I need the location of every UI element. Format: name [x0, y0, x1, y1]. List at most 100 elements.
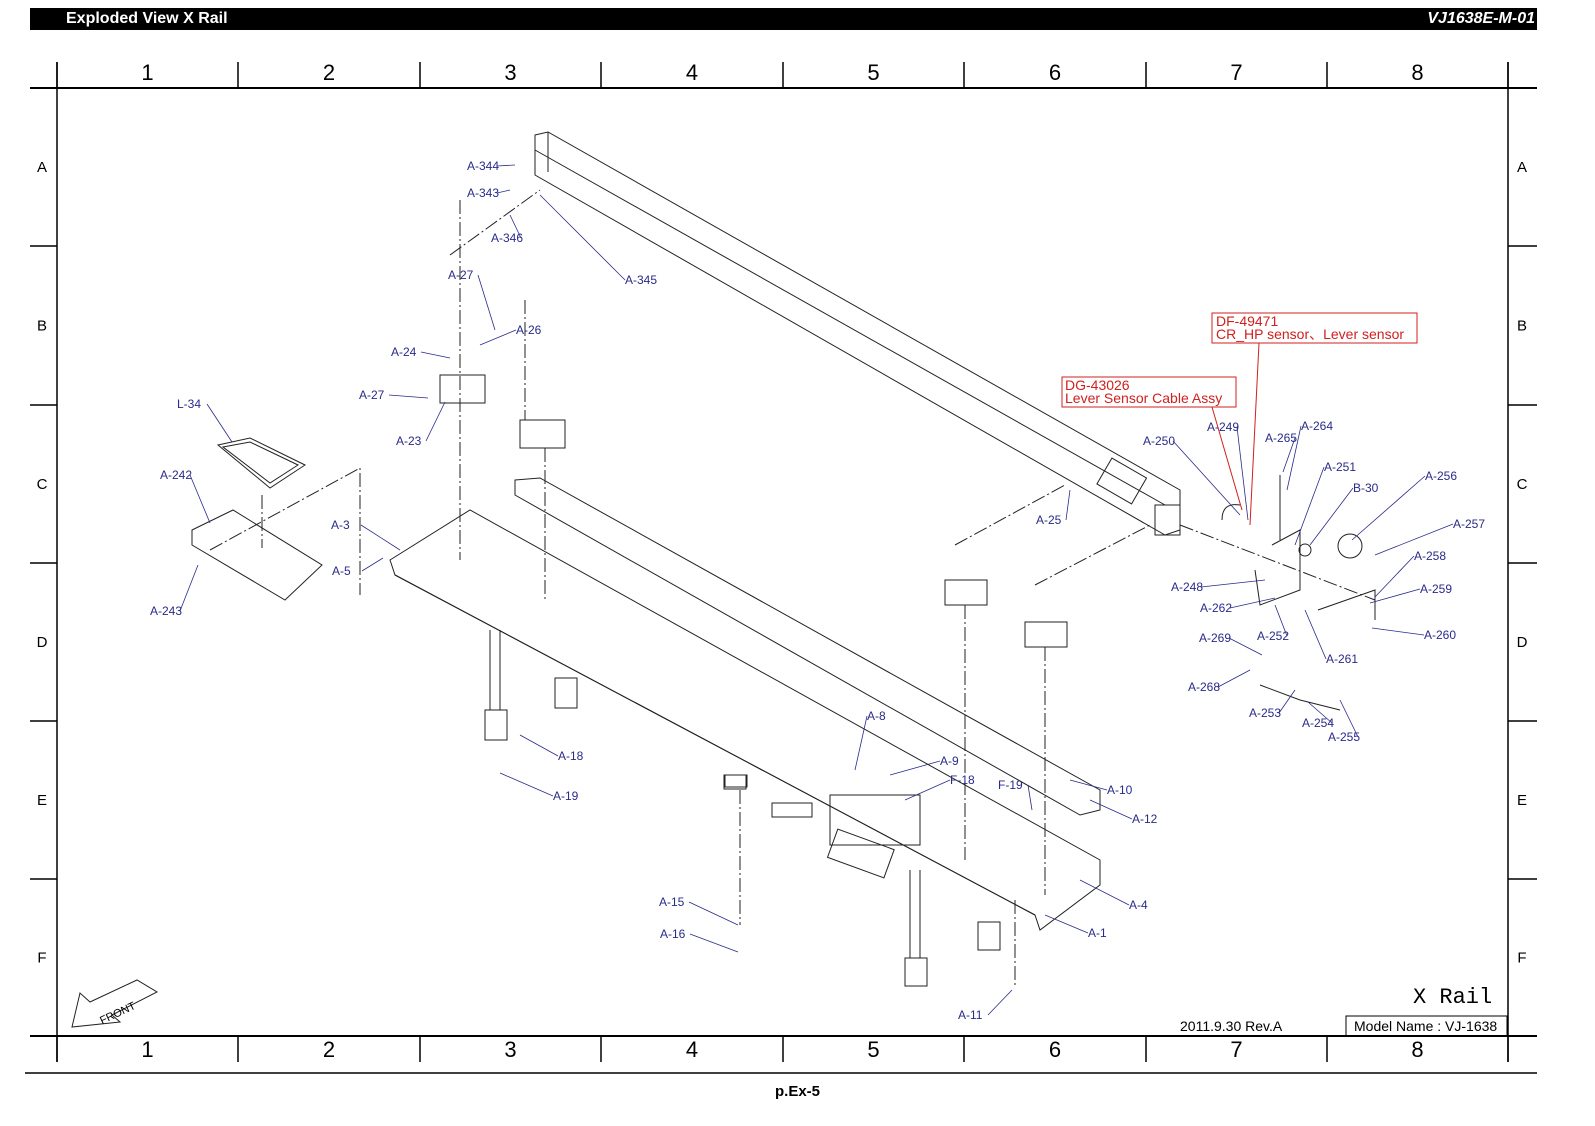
leader-line — [539, 194, 626, 281]
document-code: VJ1638E-M-01 — [1427, 10, 1535, 27]
leader-line — [1044, 914, 1089, 934]
column-number: 3 — [504, 60, 516, 85]
part-label: A-10 — [1107, 783, 1133, 797]
part-label: A-26 — [516, 323, 542, 337]
part-label: A-260 — [1424, 628, 1456, 642]
part-label: A-16 — [660, 927, 686, 941]
callout-df-49471: DF-49471 CR_HP sensor、Lever sensor — [1211, 312, 1418, 526]
leader-line — [1304, 609, 1327, 660]
column-number: 4 — [686, 60, 698, 85]
leader-line — [1374, 523, 1454, 556]
brackets — [439, 189, 1151, 987]
leader-line — [854, 715, 868, 771]
leader-line — [1278, 689, 1296, 714]
leader-line — [425, 401, 446, 442]
part-label: A-249 — [1207, 420, 1239, 434]
tray-parts — [191, 437, 361, 601]
column-number: 3 — [504, 1037, 516, 1062]
x-rail-beam — [534, 131, 1181, 536]
part-label: A-259 — [1420, 582, 1452, 596]
leader-line — [1236, 426, 1249, 521]
svg-text:DF-49471: DF-49471 — [1216, 313, 1278, 329]
leader-line — [1286, 425, 1302, 491]
part-label: A-343 — [467, 186, 499, 200]
column-number: 8 — [1411, 60, 1423, 85]
part-label: A-253 — [1249, 706, 1281, 720]
row-letter: D — [1517, 634, 1528, 651]
leader-line — [361, 557, 384, 572]
leader-line — [689, 933, 739, 953]
drawing-frame — [25, 62, 1537, 1074]
leader-line — [1274, 604, 1288, 637]
row-letter: E — [1517, 792, 1527, 809]
svg-text:Model Name : VJ-1638: Model Name : VJ-1638 — [1354, 1018, 1497, 1034]
leader-line — [519, 734, 559, 757]
part-label: A-25 — [1036, 513, 1062, 527]
row-letter: D — [37, 634, 48, 651]
part-label: A-12 — [1132, 812, 1158, 826]
part-label: A-27 — [448, 268, 474, 282]
leader-line — [499, 772, 554, 797]
part-label: A-261 — [1326, 652, 1358, 666]
callout-dg-43026: DG-43026 Lever Sensor Cable Assy — [1061, 376, 1243, 511]
part-label: A-345 — [625, 273, 657, 287]
part-label: A-5 — [332, 564, 351, 578]
leader-line — [1307, 701, 1333, 724]
column-number: 2 — [323, 1037, 335, 1062]
title-block: X Rail 2011.9.30 Rev.A Model Name : VJ-1… — [1180, 985, 1508, 1037]
leader-line — [479, 329, 517, 346]
leader-line — [388, 394, 429, 399]
leader-line — [496, 164, 516, 167]
leader-line — [1069, 779, 1108, 791]
front-arrow-icon: FRONT — [71, 979, 159, 1028]
leader-line — [1339, 699, 1359, 738]
part-label: B-30 — [1353, 481, 1379, 495]
part-label: A-255 — [1328, 730, 1360, 744]
column-number: 1 — [141, 60, 153, 85]
lever-assembly — [1179, 475, 1376, 711]
leader-line — [179, 564, 199, 612]
page-number: p.Ex-5 — [774, 1083, 820, 1100]
leader-line — [1228, 637, 1263, 656]
leader-line — [1079, 879, 1130, 906]
part-label: A-1 — [1088, 926, 1107, 940]
svg-text:Lever Sensor Cable Assy: Lever Sensor Cable Assy — [1065, 390, 1222, 406]
part-label: A-19 — [553, 789, 579, 803]
part-label: A-256 — [1425, 469, 1457, 483]
column-number: 5 — [867, 60, 879, 85]
svg-text:DG-43026: DG-43026 — [1065, 377, 1130, 393]
part-label: L-34 — [177, 397, 201, 411]
leader-line — [1217, 669, 1251, 688]
leader-line — [477, 274, 496, 331]
part-label: A-243 — [150, 604, 182, 618]
column-number: 1 — [141, 1037, 153, 1062]
part-label: F-19 — [998, 778, 1023, 792]
part-label: A-9 — [940, 754, 959, 768]
base-plate — [389, 477, 1101, 931]
part-label: A-3 — [331, 518, 350, 532]
leader-line — [1369, 588, 1421, 604]
part-label: A-251 — [1324, 460, 1356, 474]
leader-line — [189, 474, 211, 524]
leader-line — [1294, 466, 1325, 546]
part-label: A-4 — [1129, 898, 1148, 912]
part-label: A-258 — [1414, 549, 1446, 563]
leader-line — [1200, 579, 1266, 588]
part-label: A-268 — [1188, 680, 1220, 694]
part-label: A-242 — [160, 468, 192, 482]
row-letter: C — [37, 476, 48, 493]
part-label: A-264 — [1301, 419, 1333, 433]
part-label: A-344 — [467, 159, 499, 173]
part-label: A-346 — [491, 231, 523, 245]
part-label: A-23 — [396, 434, 422, 448]
part-label: A-24 — [391, 345, 417, 359]
part-label: A-18 — [558, 749, 584, 763]
row-letter: A — [37, 159, 47, 176]
column-number: 2 — [323, 60, 335, 85]
row-letter: C — [1517, 476, 1528, 493]
part-label: A-8 — [867, 709, 886, 723]
svg-text:FRONT: FRONT — [98, 1000, 138, 1027]
row-letter: B — [37, 318, 47, 335]
